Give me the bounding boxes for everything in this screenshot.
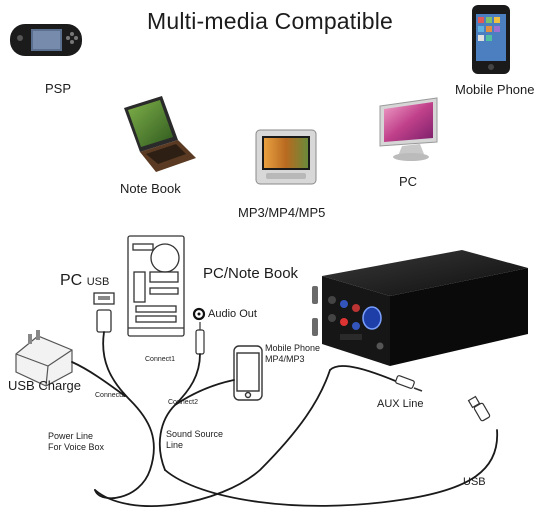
pc-note-book-label: PC/Note Book [203, 265, 299, 282]
connect1-label: Connect1 [145, 356, 175, 363]
cable-lines [71, 331, 499, 507]
aux-plug-drawing [395, 375, 423, 392]
pc-usb-label: PC USB [60, 272, 109, 290]
audio-plug-drawing [195, 322, 205, 355]
audio-out-jack [192, 307, 206, 321]
connect2-left-label: Connect2 [95, 392, 125, 399]
audio-out-label: Audio Out [208, 308, 257, 320]
sound-source-text-1: Sound Source [166, 429, 224, 439]
usb-plug-right-drawing [467, 395, 491, 422]
note-book-label: Note Book [120, 181, 181, 196]
notebook-device-icon [124, 96, 196, 172]
mobile-phone-drawing [233, 345, 263, 401]
pc-usb-sub-text: USB [86, 276, 110, 288]
usb-charger-drawing [15, 330, 73, 387]
mobile-phone-device-icon [472, 5, 510, 74]
power-line-text-1: Power Line [48, 431, 94, 441]
usb-label: USB [463, 476, 486, 488]
sound-source-text-2: Line [166, 440, 184, 450]
pc-label: PC [399, 174, 418, 189]
power-line-label: Power Line For Voice Box [48, 431, 104, 453]
pc-tower-drawing [127, 235, 185, 337]
diagram-title: Multi-media Compatible [147, 8, 393, 34]
mp5-player-device-icon [255, 129, 317, 185]
mobile-phone-conn-label: Mobile Phone MP4/MP3 [265, 343, 320, 365]
sound-source-label: Sound Source Line [166, 429, 223, 451]
aux-line-label: AUX Line [377, 398, 424, 410]
psp-device-icon [10, 24, 82, 56]
pc-monitor-device-icon [379, 97, 438, 161]
mobile-phone-conn-line2: MP4/MP3 [265, 354, 305, 364]
usb-plug-drawing [93, 292, 115, 333]
power-line-text-2: For Voice Box [48, 442, 105, 452]
amplifier-device-icon [312, 250, 528, 366]
pc-usb-main-text: PC [60, 272, 83, 289]
psp-label: PSP [45, 81, 72, 96]
mobile-phone-conn-line1: Mobile Phone [265, 343, 321, 353]
usb-charge-label: USB Charge [8, 378, 81, 393]
connect2-right-label: Connect2 [168, 399, 198, 406]
mobile-phone-label: Mobile Phone [455, 82, 535, 97]
mp-player-label: MP3/MP4/MP5 [238, 205, 326, 220]
